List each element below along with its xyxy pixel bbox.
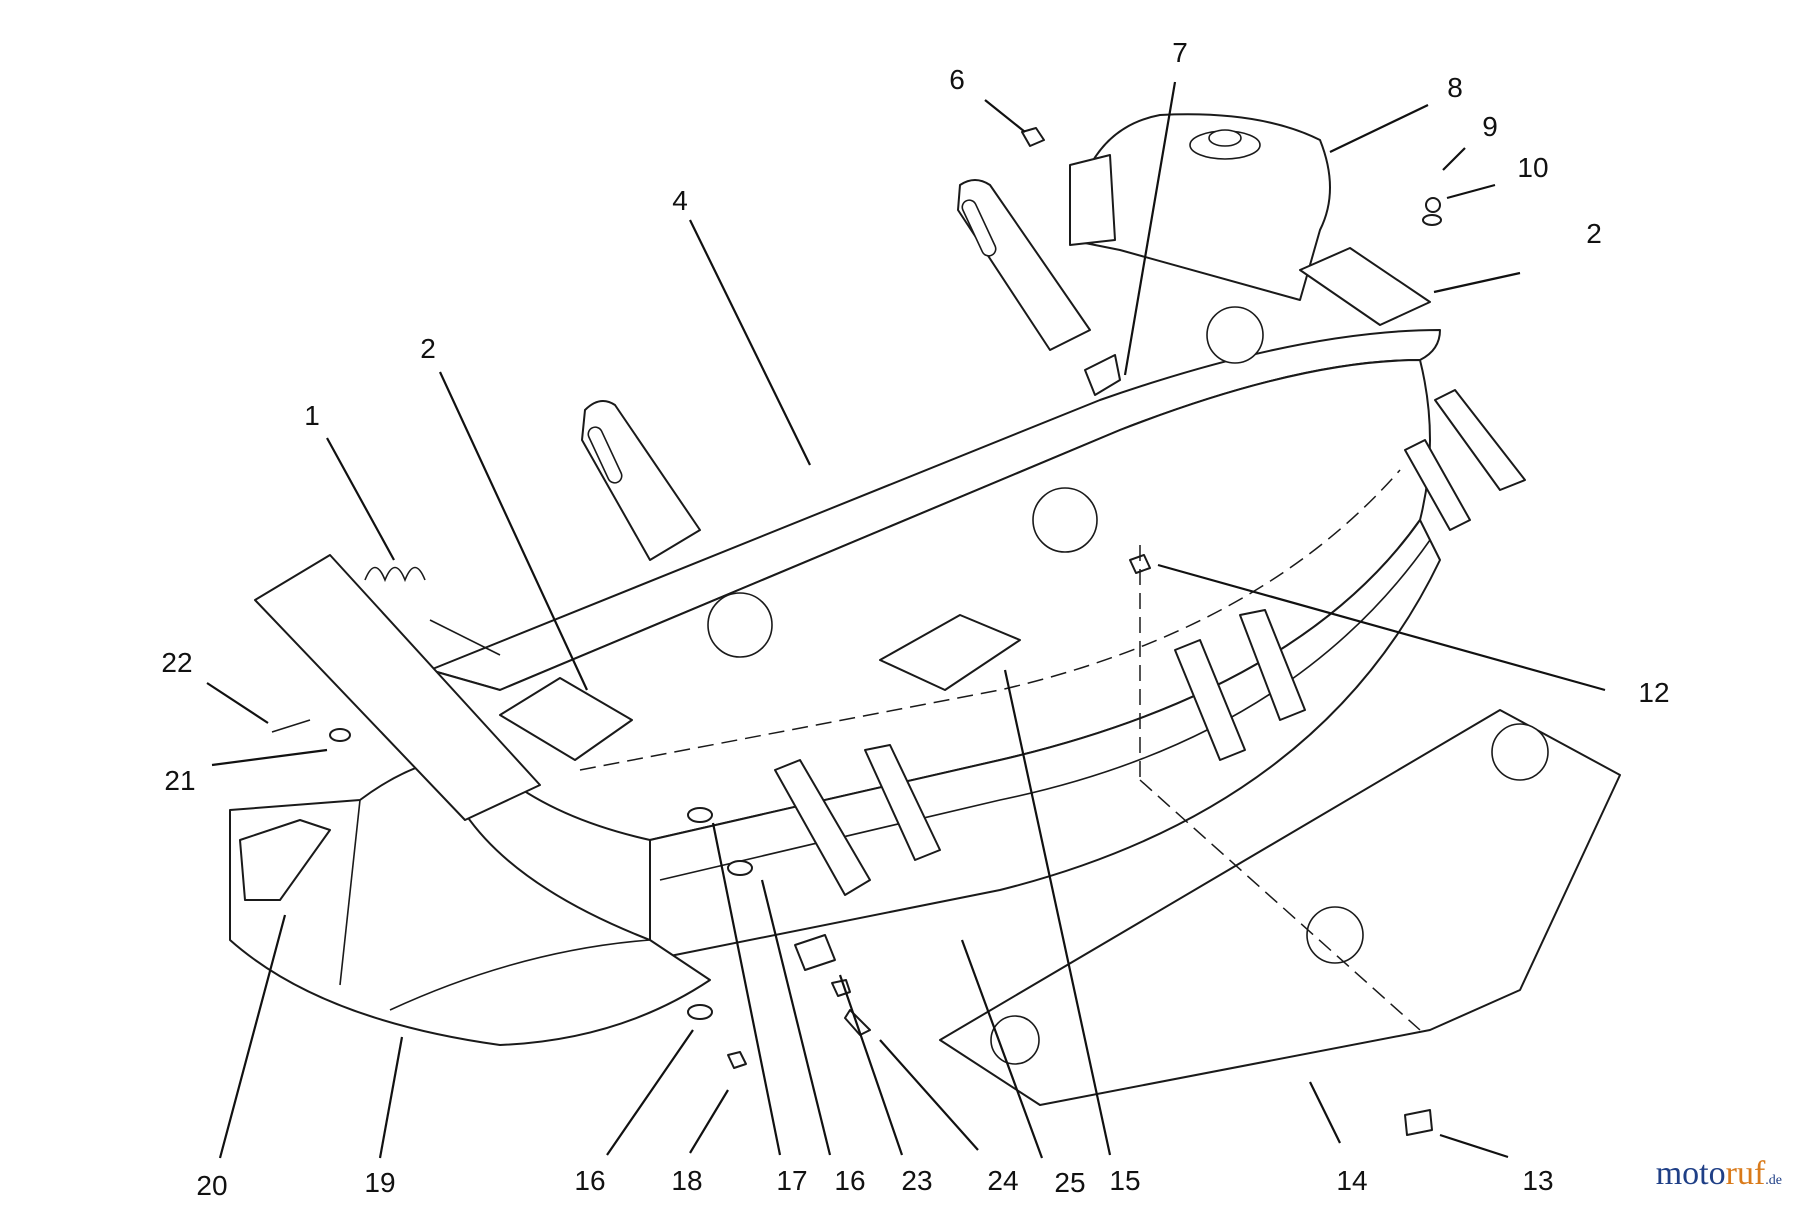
washer xyxy=(687,1004,713,1020)
bracket-slot xyxy=(587,426,623,484)
watermark-logo: motoruf.de xyxy=(1655,1155,1782,1192)
spindle-hole-left xyxy=(707,592,773,658)
screw xyxy=(1425,197,1441,213)
chute-spring xyxy=(364,566,426,583)
chute-hinge-plate xyxy=(254,554,541,821)
chute-bracket xyxy=(794,934,836,971)
callout-8: 8 xyxy=(1447,72,1463,103)
bracket-slot xyxy=(961,199,997,257)
baffle-hole xyxy=(1306,906,1364,964)
chute-decal xyxy=(239,819,331,901)
callout-13: 13 xyxy=(1522,1165,1553,1196)
pulley-hub xyxy=(1208,129,1242,147)
callout-7: 7 xyxy=(1172,37,1188,68)
callout-22: 22 xyxy=(161,647,192,678)
callout-19: 19 xyxy=(364,1167,395,1198)
callout-14: 14 xyxy=(1336,1165,1367,1196)
leader-lines xyxy=(206,81,1606,1159)
washer xyxy=(329,728,351,742)
spacer xyxy=(687,807,713,823)
belt-cover xyxy=(1069,113,1331,301)
callout-24: 24 xyxy=(987,1165,1018,1196)
deck-bead-line xyxy=(659,539,1431,881)
callout-9: 9 xyxy=(1482,111,1498,142)
hanger-bracket xyxy=(1434,389,1526,491)
hinge-rod xyxy=(429,619,501,656)
carriage-bolt xyxy=(1084,354,1121,396)
callout-2-right: 2 xyxy=(1586,218,1602,249)
callout-17: 17 xyxy=(776,1165,807,1196)
cotter-pin xyxy=(271,719,311,733)
deck-decal xyxy=(879,614,1021,691)
callout-12: 12 xyxy=(1638,677,1669,708)
hanger-bracket xyxy=(1174,639,1246,761)
hanger-bracket xyxy=(1239,609,1306,721)
nut xyxy=(1021,127,1045,147)
warning-decal-left xyxy=(499,677,633,761)
deck-hidden-edge xyxy=(579,469,1401,771)
callout-15: 15 xyxy=(1109,1165,1140,1196)
callout-25: 25 xyxy=(1054,1167,1085,1198)
flange-bolt xyxy=(1404,1109,1433,1136)
hanger-bracket xyxy=(774,759,871,896)
callout-2-left: 2 xyxy=(420,333,436,364)
hanger-bracket xyxy=(1404,439,1471,531)
baffle-hole xyxy=(1491,723,1549,781)
spindle-hole-right xyxy=(1206,306,1264,364)
washer xyxy=(1422,214,1442,226)
callout-16-right: 16 xyxy=(834,1165,865,1196)
callout-21: 21 xyxy=(164,765,195,796)
chute-fold-line xyxy=(339,799,361,986)
cover-flap xyxy=(1069,154,1116,246)
mounting-bracket-right xyxy=(957,179,1091,351)
callout-10: 10 xyxy=(1517,152,1548,183)
locknut xyxy=(727,1051,747,1069)
spindle-hole-center xyxy=(1032,487,1098,553)
callout-6: 6 xyxy=(949,64,965,95)
washer xyxy=(727,860,753,876)
hanger-bracket xyxy=(864,744,941,861)
warning-decal-right xyxy=(1299,247,1431,326)
chute-fold-line xyxy=(389,939,651,1011)
callout-16-left: 16 xyxy=(574,1165,605,1196)
callout-20: 20 xyxy=(196,1170,227,1201)
callout-18: 18 xyxy=(671,1165,702,1196)
assembly-axis xyxy=(1139,779,1421,1031)
mounting-bracket-left xyxy=(581,400,701,561)
callout-4: 4 xyxy=(672,185,688,216)
callout-23: 23 xyxy=(901,1165,932,1196)
callout-1: 1 xyxy=(304,400,320,431)
deck-baffle-plate xyxy=(939,709,1621,1106)
